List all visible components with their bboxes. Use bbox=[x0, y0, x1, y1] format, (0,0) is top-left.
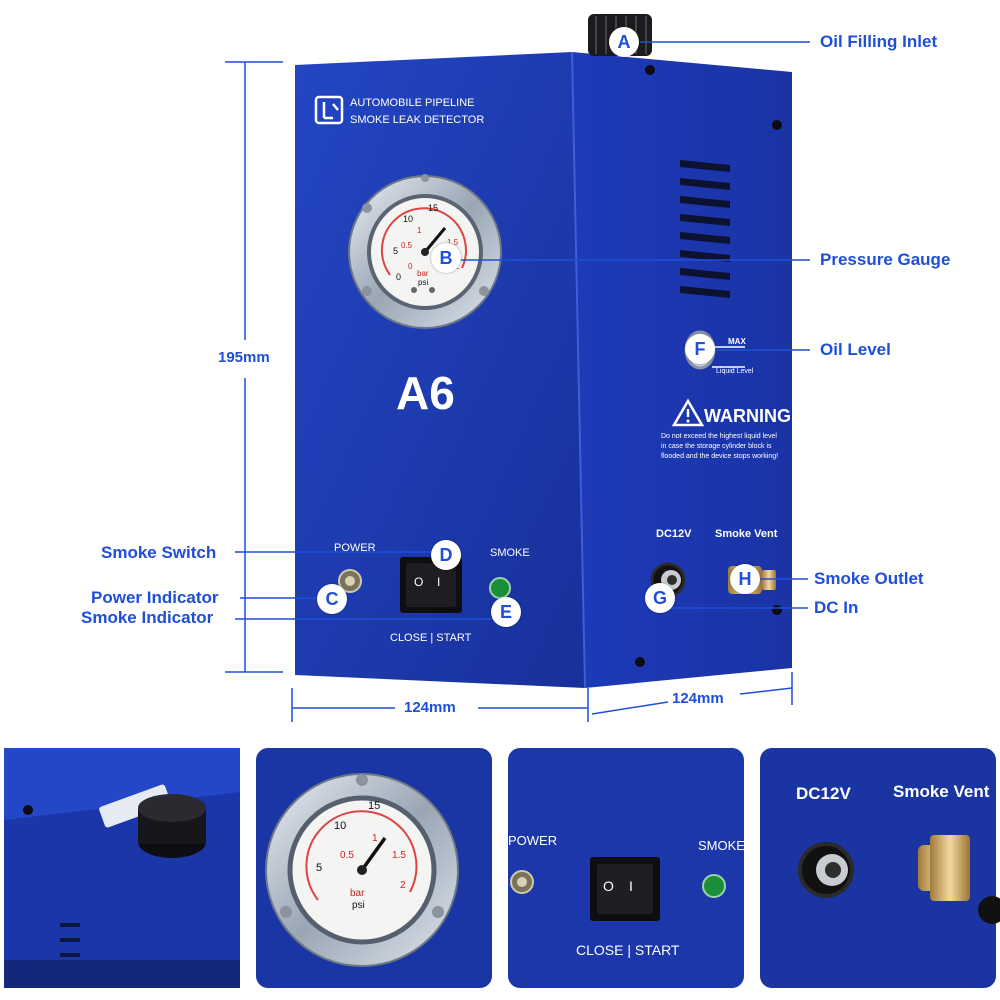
gauge-bar-15: 1.5 bbox=[447, 238, 459, 247]
pressure-gauge bbox=[348, 174, 502, 329]
screw-icon bbox=[772, 605, 782, 615]
brand-line-1: AUTOMOBILE PIPELINE bbox=[350, 97, 475, 109]
switch-mark-off: O bbox=[414, 575, 424, 589]
screw-icon bbox=[772, 120, 782, 130]
callout-badge-e: E bbox=[491, 597, 521, 627]
detail-gauge-psi-5: 5 bbox=[316, 862, 323, 874]
detail-power-label: POWER bbox=[508, 833, 558, 848]
vent-slots bbox=[680, 160, 730, 298]
model-name: A6 bbox=[396, 367, 455, 419]
screw-icon bbox=[635, 657, 645, 667]
gauge-bar-0: 0 bbox=[408, 262, 413, 271]
gauge-bar-05: 0.5 bbox=[401, 241, 413, 250]
dimension-lines bbox=[225, 61, 793, 722]
gauge-psi-5: 5 bbox=[393, 246, 399, 256]
callout-badge-c: C bbox=[317, 584, 347, 614]
label-smoke-switch: Smoke Switch bbox=[101, 543, 217, 562]
detail-gauge-bar-05: 0.5 bbox=[340, 850, 354, 861]
callout-badge-f: F bbox=[685, 334, 715, 364]
brand-line-2: SMOKE LEAK DETECTOR bbox=[350, 114, 485, 126]
dimension-side-width: 124mm bbox=[672, 690, 724, 707]
detail-dc-label: DC12V bbox=[796, 784, 851, 803]
detail-gauge-unit-psi: psi bbox=[352, 900, 365, 911]
label-oil-level: Oil Level bbox=[820, 340, 891, 359]
detail-ports-art bbox=[760, 748, 1000, 988]
gauge-psi-0: 0 bbox=[396, 272, 402, 282]
dc-label: DC12V bbox=[656, 528, 692, 540]
label-dc-in: DC In bbox=[814, 598, 859, 617]
callout-badge-d: D bbox=[431, 540, 461, 570]
brand-logo-icon bbox=[314, 95, 344, 125]
gauge-bar-1: 1 bbox=[417, 226, 422, 235]
label-power-indicator: Power Indicator bbox=[91, 588, 219, 607]
dimension-front-width: 124mm bbox=[404, 699, 456, 716]
callout-badge-g: G bbox=[645, 583, 675, 613]
label-pressure-gauge: Pressure Gauge bbox=[820, 250, 951, 269]
detail-gauge-bar-2: 2 bbox=[400, 880, 406, 891]
detail-smoke-label: SMOKE bbox=[698, 838, 745, 853]
smoke-label: SMOKE bbox=[490, 547, 530, 559]
screw-icon bbox=[645, 65, 655, 75]
callout-badge-h: H bbox=[730, 564, 760, 594]
detail-cap-art bbox=[4, 748, 240, 988]
detail-gauge-bar-1: 1 bbox=[372, 833, 378, 844]
switch-mark-on: I bbox=[437, 575, 441, 589]
detail-vent-label: Smoke Vent bbox=[893, 782, 990, 801]
gauge-unit-psi: psi bbox=[418, 278, 429, 287]
callout-lines bbox=[235, 41, 810, 620]
label-smoke-indicator: Smoke Indicator bbox=[81, 608, 214, 627]
switch-label: CLOSE | START bbox=[390, 632, 472, 644]
dimension-height: 195mm bbox=[218, 349, 270, 366]
warning-title: WARNING bbox=[704, 406, 791, 426]
gauge-unit-bar: bar bbox=[417, 269, 429, 278]
warning-line-2: in case the storage cylinder block is bbox=[661, 443, 772, 450]
detail-gauge-art bbox=[256, 748, 492, 988]
control-panel bbox=[338, 557, 511, 613]
device-side-face bbox=[572, 52, 792, 688]
max-label: MAX bbox=[728, 337, 746, 346]
warning-icon bbox=[671, 398, 705, 427]
label-oil-filling-inlet: Oil Filling Inlet bbox=[820, 32, 938, 51]
detail-gauge-psi-10: 10 bbox=[334, 820, 347, 832]
warning-line-3: flooded and the device stops working! bbox=[661, 453, 779, 460]
vent-label: Smoke Vent bbox=[715, 528, 778, 540]
detail-switch-mark-off: O bbox=[603, 878, 614, 894]
liquid-level-label: Liquid Level bbox=[716, 368, 754, 375]
gauge-psi-15: 15 bbox=[428, 203, 439, 213]
detail-switch-mark-on: I bbox=[629, 878, 633, 894]
detail-switch-art bbox=[508, 748, 744, 988]
label-smoke-outlet: Smoke Outlet bbox=[814, 569, 924, 588]
detail-gauge-bar-15: 1.5 bbox=[392, 850, 406, 861]
detail-gauge-unit-bar: bar bbox=[350, 888, 365, 899]
detail-switch-label: CLOSE | START bbox=[576, 942, 680, 958]
gauge-psi-10: 10 bbox=[403, 214, 414, 224]
callout-badge-a: A bbox=[609, 27, 639, 57]
callout-badge-b: B bbox=[431, 243, 461, 273]
power-label: POWER bbox=[334, 542, 376, 554]
detail-gauge-psi-15: 15 bbox=[368, 800, 381, 812]
warning-line-1: Do not exceed the highest liquid level bbox=[661, 433, 777, 440]
